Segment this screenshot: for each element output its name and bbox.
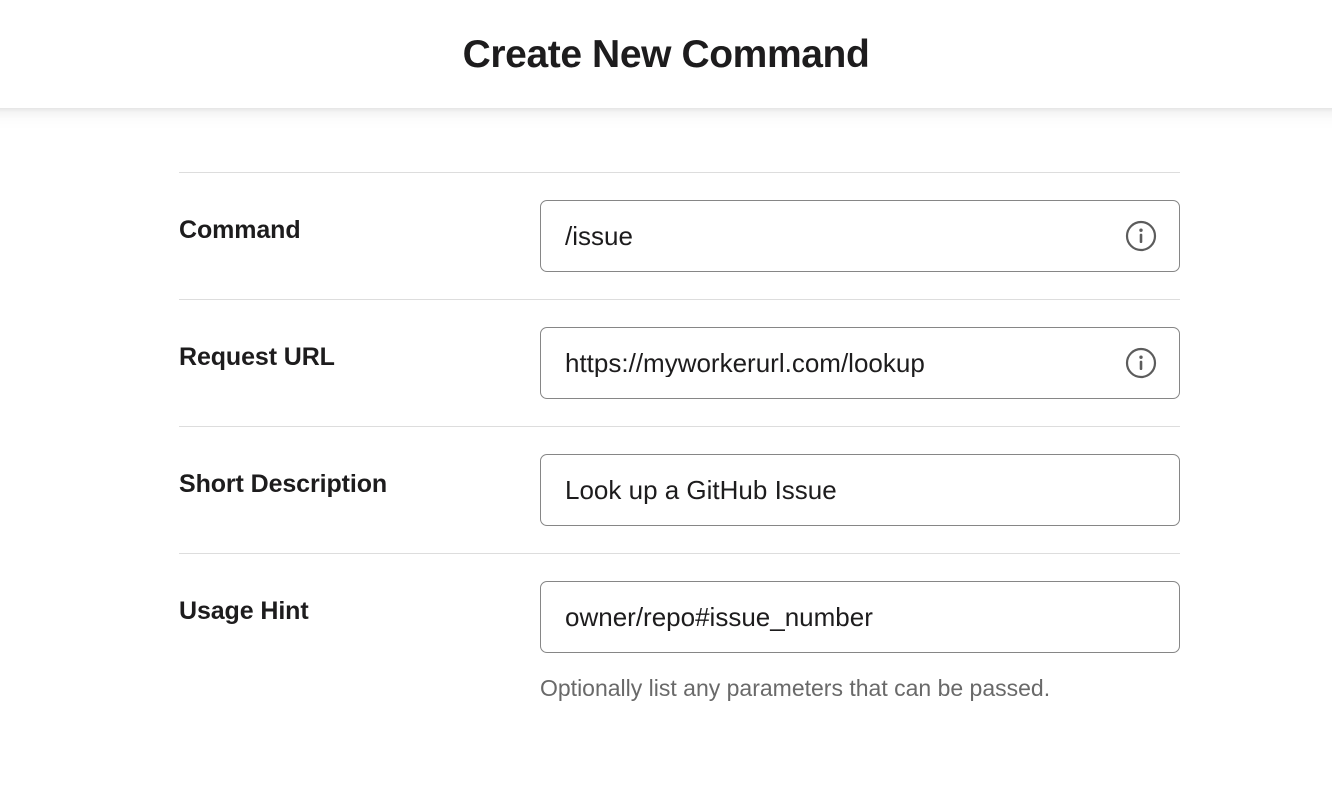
field-col-usage-hint: owner/repo#issue_number Optionally list … bbox=[540, 581, 1180, 703]
label-usage-hint: Usage Hint bbox=[179, 597, 309, 625]
form-row-command: Command /issue bbox=[179, 172, 1180, 299]
label-request-url: Request URL bbox=[179, 343, 335, 371]
request-url-input-value: https://myworkerurl.com/lookup bbox=[565, 348, 925, 378]
command-form: Command /issue Request URL bbox=[0, 108, 1332, 730]
usage-hint-help-text: Optionally list any parameters that can … bbox=[540, 675, 1051, 701]
modal-header: Create New Command bbox=[0, 0, 1332, 108]
command-input-value: /issue bbox=[565, 221, 633, 251]
field-col-command: /issue bbox=[540, 200, 1180, 272]
command-input[interactable]: /issue bbox=[540, 200, 1180, 272]
form-row-usage-hint: Usage Hint owner/repo#issue_number Optio… bbox=[179, 553, 1180, 730]
short-description-input[interactable]: Look up a GitHub Issue bbox=[540, 454, 1180, 526]
label-short-description: Short Description bbox=[179, 470, 388, 498]
request-url-input[interactable]: https://myworkerurl.com/lookup bbox=[540, 327, 1180, 399]
page-title: Create New Command bbox=[462, 32, 870, 76]
short-description-input-value: Look up a GitHub Issue bbox=[565, 475, 837, 505]
info-circle-icon[interactable] bbox=[1125, 347, 1157, 379]
field-col-short-description: Look up a GitHub Issue bbox=[540, 454, 1180, 526]
usage-hint-input-value: owner/repo#issue_number bbox=[565, 602, 873, 632]
usage-hint-input[interactable]: owner/repo#issue_number bbox=[540, 581, 1180, 653]
field-col-request-url: https://myworkerurl.com/lookup bbox=[540, 327, 1180, 399]
form-row-request-url: Request URL https://myworkerurl.com/look… bbox=[179, 299, 1180, 426]
label-command: Command bbox=[179, 216, 301, 244]
form-row-short-description: Short Description Look up a GitHub Issue bbox=[179, 426, 1180, 553]
info-circle-icon[interactable] bbox=[1125, 220, 1157, 252]
